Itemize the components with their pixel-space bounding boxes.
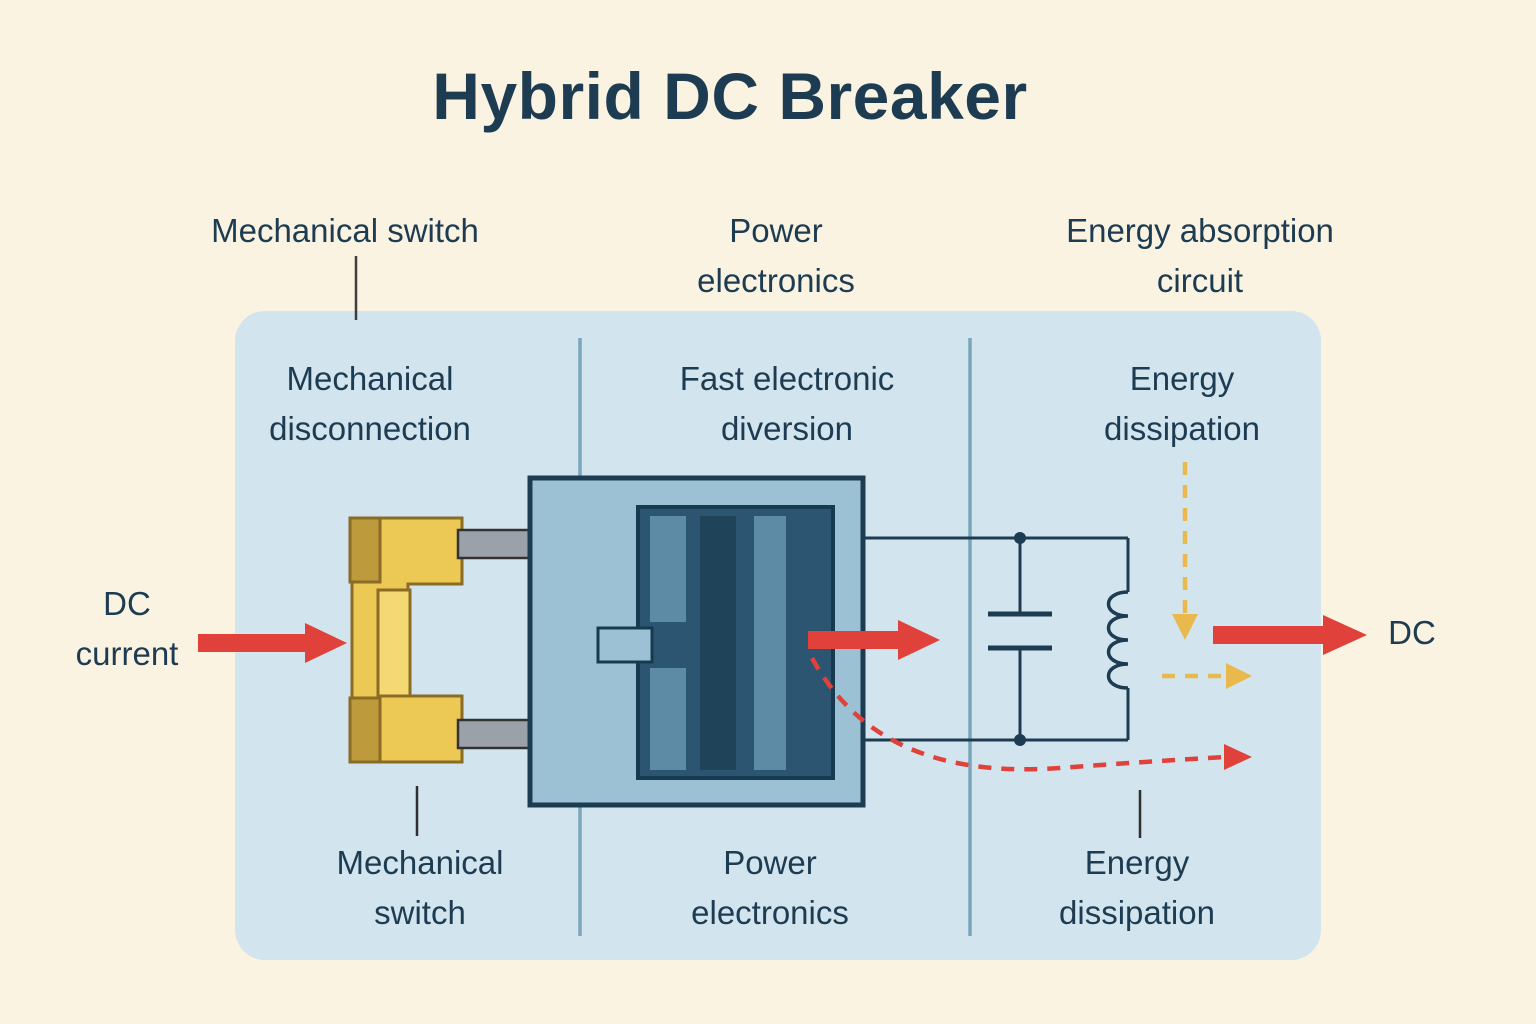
mechanical-switch-graphic bbox=[348, 516, 536, 764]
switch-bottom-block bbox=[348, 696, 382, 764]
fault-path-head bbox=[1224, 744, 1252, 770]
switch-top-block bbox=[348, 516, 382, 584]
bottom-label-power-electronics: Power electronics bbox=[691, 844, 849, 931]
power-electronics-block bbox=[527, 475, 866, 808]
inductor-symbol bbox=[1106, 538, 1130, 740]
gate-tab bbox=[596, 626, 654, 664]
energy-dissipation-dashed-arrow bbox=[1172, 462, 1198, 640]
igbt-bars bbox=[650, 516, 786, 770]
inductor-coil bbox=[1106, 590, 1129, 690]
igbt-bar-2 bbox=[700, 516, 736, 770]
bottom-label-energy-dissipation: Energy dissipation bbox=[1059, 844, 1215, 931]
dissipation-exit-head bbox=[1226, 663, 1252, 689]
fault-path-curve bbox=[810, 656, 1227, 772]
dc-current-label: DC current bbox=[75, 585, 179, 672]
igbt-bar-1b bbox=[650, 668, 686, 770]
absorption-circuit bbox=[858, 532, 1130, 746]
igbt-bar-1a bbox=[650, 516, 686, 622]
page-title: Hybrid DC Breaker bbox=[432, 59, 1028, 133]
header-label-energy-absorption-circuit: Energy absorption circuit bbox=[1066, 212, 1334, 299]
igbt-bar-3 bbox=[754, 516, 786, 770]
capacitor-symbol bbox=[988, 538, 1052, 740]
stage-label-fast-electronic-diversion: Fast electronic diversion bbox=[679, 360, 895, 447]
header-label-power-electronics: Power electronics bbox=[697, 212, 855, 299]
contact-bar-top bbox=[456, 528, 536, 560]
dc-input-arrow bbox=[198, 623, 347, 663]
dc-output-arrow bbox=[1213, 615, 1367, 655]
diversion-arrow bbox=[808, 620, 940, 660]
dissipation-exit-dashed-arrow bbox=[1162, 663, 1252, 689]
stage-label-mechanical-disconnection: Mechanical disconnection bbox=[269, 360, 471, 447]
contact-bar-bottom bbox=[456, 718, 536, 750]
switch-moving-contact bbox=[376, 588, 412, 698]
junction-dot-top bbox=[1014, 532, 1026, 544]
header-label-mechanical-switch: Mechanical switch bbox=[211, 212, 479, 249]
dc-output-label: DC bbox=[1388, 614, 1436, 651]
junction-dot-bottom bbox=[1014, 734, 1026, 746]
fault-current-dashed-path bbox=[810, 656, 1252, 772]
stage-label-energy-dissipation: Energy dissipation bbox=[1104, 360, 1260, 447]
bottom-label-mechanical-switch: Mechanical switch bbox=[336, 844, 504, 931]
dissipation-arrow-head bbox=[1172, 614, 1198, 640]
